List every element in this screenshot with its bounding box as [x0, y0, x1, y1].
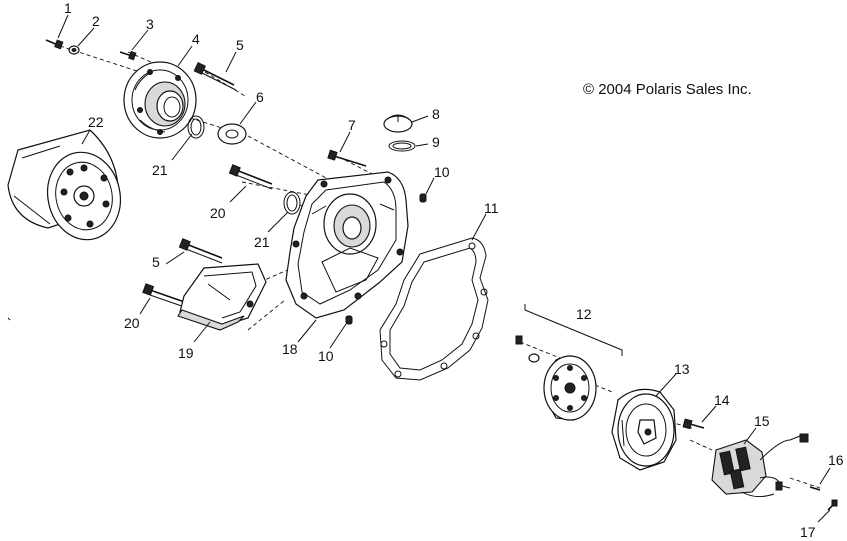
- bracket-part-19: [177, 263, 267, 331]
- oil-filter-part-22: [7, 129, 121, 241]
- rotor-part-13: [611, 388, 677, 471]
- callout-20-lower: 20: [124, 315, 140, 331]
- callout-13: 13: [674, 361, 690, 377]
- bolt-part-1: [45, 39, 64, 50]
- callout-7: 7: [348, 117, 356, 133]
- callout-10-upper: 10: [434, 164, 450, 180]
- callout-3: 3: [146, 16, 154, 32]
- callout-21-lower: 21: [254, 234, 270, 250]
- callout-6: 6: [256, 89, 264, 105]
- bolt-part-7: [327, 149, 367, 167]
- callout-17: 17: [800, 524, 816, 540]
- dowel-part-10-lower: [345, 315, 353, 325]
- stray-mark: [7, 317, 11, 321]
- copyright-notice: © 2004 Polaris Sales Inc.: [583, 81, 752, 98]
- o-ring-part-21-lower: [283, 191, 301, 215]
- dowel-part-10-upper: [419, 193, 427, 203]
- callout-10-lower: 10: [318, 348, 334, 364]
- callout-12: 12: [576, 306, 592, 322]
- washer-part-6: [217, 123, 247, 145]
- filter-cover-part-4: [123, 61, 197, 139]
- bolt-part-20-upper: [228, 164, 273, 190]
- callout-11: 11: [484, 200, 499, 216]
- screw-part-16: [809, 486, 821, 491]
- flywheel-part-12: [515, 304, 623, 421]
- bolt-part-5-top: [193, 62, 237, 91]
- o-ring-part-9: [388, 140, 416, 152]
- callout-15: 15: [754, 413, 770, 429]
- bolt-part-5-lower: [178, 238, 223, 264]
- callout-1: 1: [64, 0, 72, 16]
- leader-lines: [57, 14, 831, 523]
- callout-2: 2: [92, 13, 100, 29]
- crankcase-cover-part-18: [285, 171, 409, 319]
- screw-part-17: [827, 499, 838, 511]
- callout-20-upper: 20: [210, 205, 226, 221]
- bolt-part-14: [682, 418, 705, 430]
- callout-5-lower: 5: [152, 254, 160, 270]
- o-ring-part-21-top: [187, 115, 205, 139]
- callout-18: 18: [282, 341, 298, 357]
- screw-part-3: [119, 50, 137, 61]
- callout-16: 16: [828, 452, 844, 468]
- callout-14: 14: [714, 392, 730, 408]
- callout-21-top: 21: [152, 162, 168, 178]
- callout-22: 22: [88, 114, 104, 130]
- callout-4: 4: [192, 31, 200, 47]
- stator-part-15: [711, 433, 809, 498]
- callout-5-top: 5: [236, 37, 244, 53]
- cap-part-8: [383, 114, 413, 133]
- callout-9: 9: [432, 134, 440, 150]
- washer-part-2: [68, 45, 80, 55]
- gasket-part-11: [379, 237, 489, 381]
- callout-19: 19: [178, 345, 194, 361]
- callout-8: 8: [432, 106, 440, 122]
